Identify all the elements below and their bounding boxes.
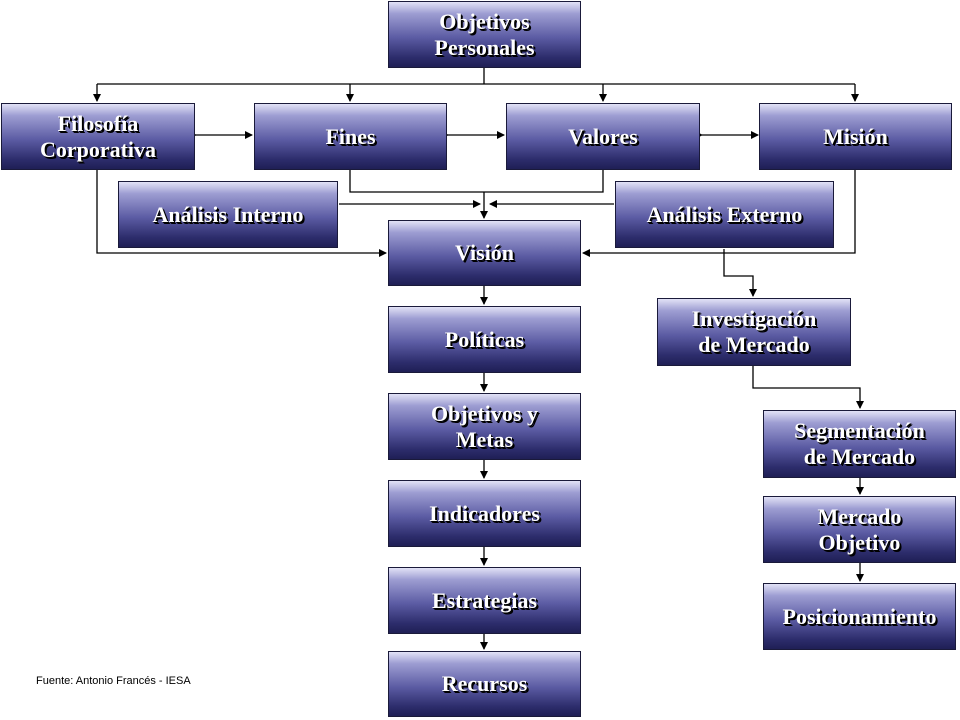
node-estrategias: Estrategias (388, 567, 581, 634)
arrow-mision-to-vision (582, 170, 856, 257)
node-analisis-interno: Análisis Interno (118, 181, 338, 248)
node-segmentacion-mercado: Segmentación de Mercado (763, 410, 956, 478)
node-objetivos-personales: Objetivos Personales (388, 1, 581, 68)
node-recursos: Recursos (388, 651, 581, 717)
node-filosofia-corporativa: Filosofía Corporativa (1, 103, 195, 170)
node-investigacion-mercado: Investigación de Mercado (657, 298, 851, 366)
node-fines: Fines (254, 103, 447, 170)
node-objetivos-metas: Objetivos y Metas (388, 393, 581, 460)
arrow-externo-investigacion (723, 249, 757, 297)
arrow-filosofia-to-vision (96, 170, 387, 257)
node-mision: Misión (759, 103, 952, 170)
node-posicionamiento: Posicionamiento (763, 583, 956, 650)
node-mercado-objetivo: Mercado Objetivo (763, 496, 956, 563)
connector-fines-valores-merge (349, 170, 604, 193)
node-vision: Visión (388, 220, 581, 286)
node-valores: Valores (506, 103, 700, 170)
node-politicas: Políticas (388, 306, 581, 373)
node-indicadores: Indicadores (388, 480, 581, 547)
node-analisis-externo: Análisis Externo (615, 181, 834, 248)
arrow-investigacion-segmentacion (752, 366, 864, 409)
source-footnote: Fuente: Antonio Francés - IESA (36, 675, 191, 687)
